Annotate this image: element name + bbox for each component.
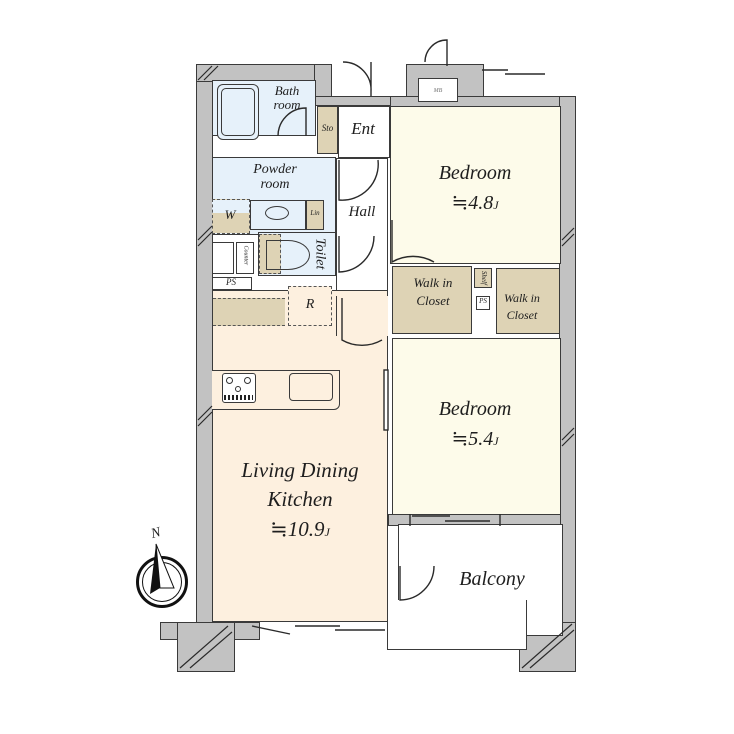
ldk-label: Living Dining Kitchen ≒10.9J	[212, 456, 388, 544]
ldk-label-line1: Living Dining	[241, 458, 359, 482]
linen-cabinet	[306, 200, 324, 230]
entrance-label: Ent	[351, 119, 375, 138]
burner-icon	[235, 386, 241, 392]
bedroom2-label: Bedroom ≒5.4J	[400, 394, 550, 454]
bedroom1-area: ≒4.8J	[400, 188, 550, 218]
walkin2-line1: Walk in	[504, 291, 540, 305]
bedroom-2	[392, 338, 561, 516]
storage-label: Sto	[321, 123, 334, 133]
pipe-space-left	[212, 277, 252, 290]
ps-left-label: PS	[226, 277, 236, 287]
walkin2-label: Walk in Closet	[494, 290, 550, 324]
bathtub	[217, 84, 259, 140]
storage	[317, 106, 338, 154]
hall-lower	[336, 296, 388, 336]
hall	[336, 158, 388, 298]
shelf	[474, 268, 492, 288]
hall-label: Hall	[348, 204, 376, 220]
toilet-bowl-icon	[266, 240, 310, 270]
bedroom-1	[390, 106, 561, 264]
bathtub-inner	[221, 88, 255, 136]
balcony-label: Balcony	[459, 568, 525, 590]
walk-in-closet-1	[392, 266, 472, 334]
bedroom2-area-value: ≒5.4	[451, 428, 494, 450]
refrigerator-label: R	[305, 297, 315, 312]
washer-label: W	[224, 207, 236, 222]
kitchen-counter-back	[213, 298, 285, 326]
bath-label: Bath room	[262, 83, 312, 113]
meter-box-door-swing	[424, 39, 448, 66]
compass-needle-icon	[150, 543, 175, 594]
powder-label-line2: room	[260, 177, 290, 193]
column-bottom-left	[177, 622, 235, 672]
ldk-label-line2: Kitchen	[267, 487, 333, 512]
kitchen-sink-icon	[289, 373, 333, 401]
ldk-area-unit: J	[324, 524, 330, 539]
walkin1-line2: Closet	[416, 293, 450, 309]
ldk-area-value: ≒10.9	[270, 516, 325, 541]
sink-bowl-icon	[265, 206, 289, 220]
walkin1-line1: Walk in	[413, 275, 453, 290]
walkin1-label: Walk in Closet	[392, 274, 474, 310]
pipe-space-mid	[476, 296, 490, 310]
powder-label: Powder room	[232, 162, 318, 193]
bedroom1-label: Bedroom ≒4.8J	[400, 158, 550, 218]
walk-in-closet-2	[496, 268, 560, 334]
burner-icon	[226, 377, 233, 384]
counter-left-box	[212, 242, 234, 274]
balcony-outer	[387, 600, 527, 650]
bedroom1-name: Bedroom	[438, 162, 512, 184]
bedroom2-area: ≒5.4J	[400, 424, 550, 454]
powder-label-line1: Powder	[253, 162, 297, 177]
compass: N	[134, 525, 194, 608]
stove-grill	[224, 395, 253, 400]
bath-label-line2: room	[273, 97, 301, 113]
ldk-area: ≒10.9J	[212, 515, 388, 544]
bath-label-line1: Bath	[274, 83, 300, 98]
burner-icon	[244, 377, 251, 384]
bedroom1-area-unit: J	[493, 198, 499, 212]
washer-space	[212, 199, 250, 234]
refrigerator-space	[288, 286, 332, 326]
meter-box-label: MB	[433, 88, 443, 94]
bedroom2-area-unit: J	[493, 434, 499, 448]
entrance-door-swing	[342, 61, 372, 96]
linen-label: Lin	[310, 209, 320, 217]
bedroom1-area-value: ≒4.8	[451, 192, 494, 214]
meter-box	[418, 78, 458, 102]
bedroom2-name: Bedroom	[438, 398, 512, 420]
counter	[236, 242, 254, 274]
ps-mid-label: PS	[479, 297, 487, 305]
walkin2-line2: Closet	[506, 307, 538, 322]
entrance	[338, 106, 390, 158]
stove-icon	[222, 373, 256, 403]
